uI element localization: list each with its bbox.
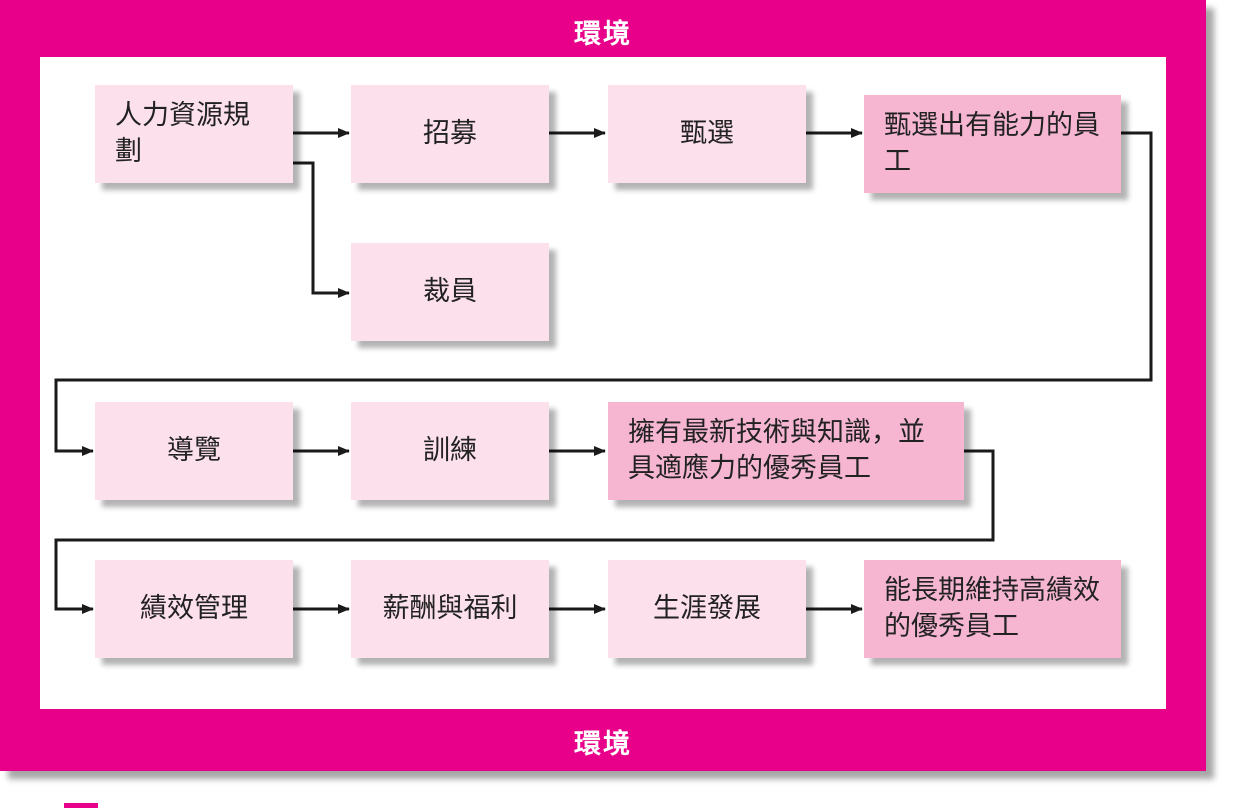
node-compensation-benefits-label: 薪酬與福利 [382,593,518,624]
node-career-development: 生涯發展 [608,560,806,658]
node-selection-label: 甄選 [680,118,734,149]
node-competent-employees: 甄選出有能力的員工 [864,95,1121,193]
node-hr-planning: 人力資源規劃 [95,85,293,183]
node-career-development-label: 生涯發展 [653,593,761,624]
color-swatch [64,803,98,808]
node-layoff: 裁員 [351,243,549,341]
node-skilled-employees: 擁有最新技術與知識，並具適應力的優秀員工 [608,402,964,500]
node-competent-employees-label: 甄選出有能力的員工 [884,110,1100,177]
node-layoff-label: 裁員 [423,276,477,307]
node-orientation: 導覽 [95,402,293,500]
environment-label-top: 環境 [574,19,632,50]
node-performance-management-label: 績效管理 [140,593,248,624]
node-orientation-label: 導覽 [167,435,221,466]
node-hr-planning-label: 人力資源規劃 [115,100,250,167]
environment-label-bottom: 環境 [574,729,632,760]
node-high-performing-employees: 能長期維持高績效的優秀員工 [864,560,1121,658]
node-skilled-employees-label: 擁有最新技術與知識，並具適應力的優秀員工 [628,417,925,484]
node-training-label: 訓練 [423,435,477,466]
node-high-performing-employees-label: 能長期維持高績效的優秀員工 [884,575,1100,642]
node-compensation-benefits: 薪酬與福利 [351,560,549,658]
node-recruitment: 招募 [351,85,549,183]
node-performance-management: 績效管理 [95,560,293,658]
node-training: 訓練 [351,402,549,500]
node-recruitment-label: 招募 [423,118,477,149]
node-selection: 甄選 [608,85,806,183]
